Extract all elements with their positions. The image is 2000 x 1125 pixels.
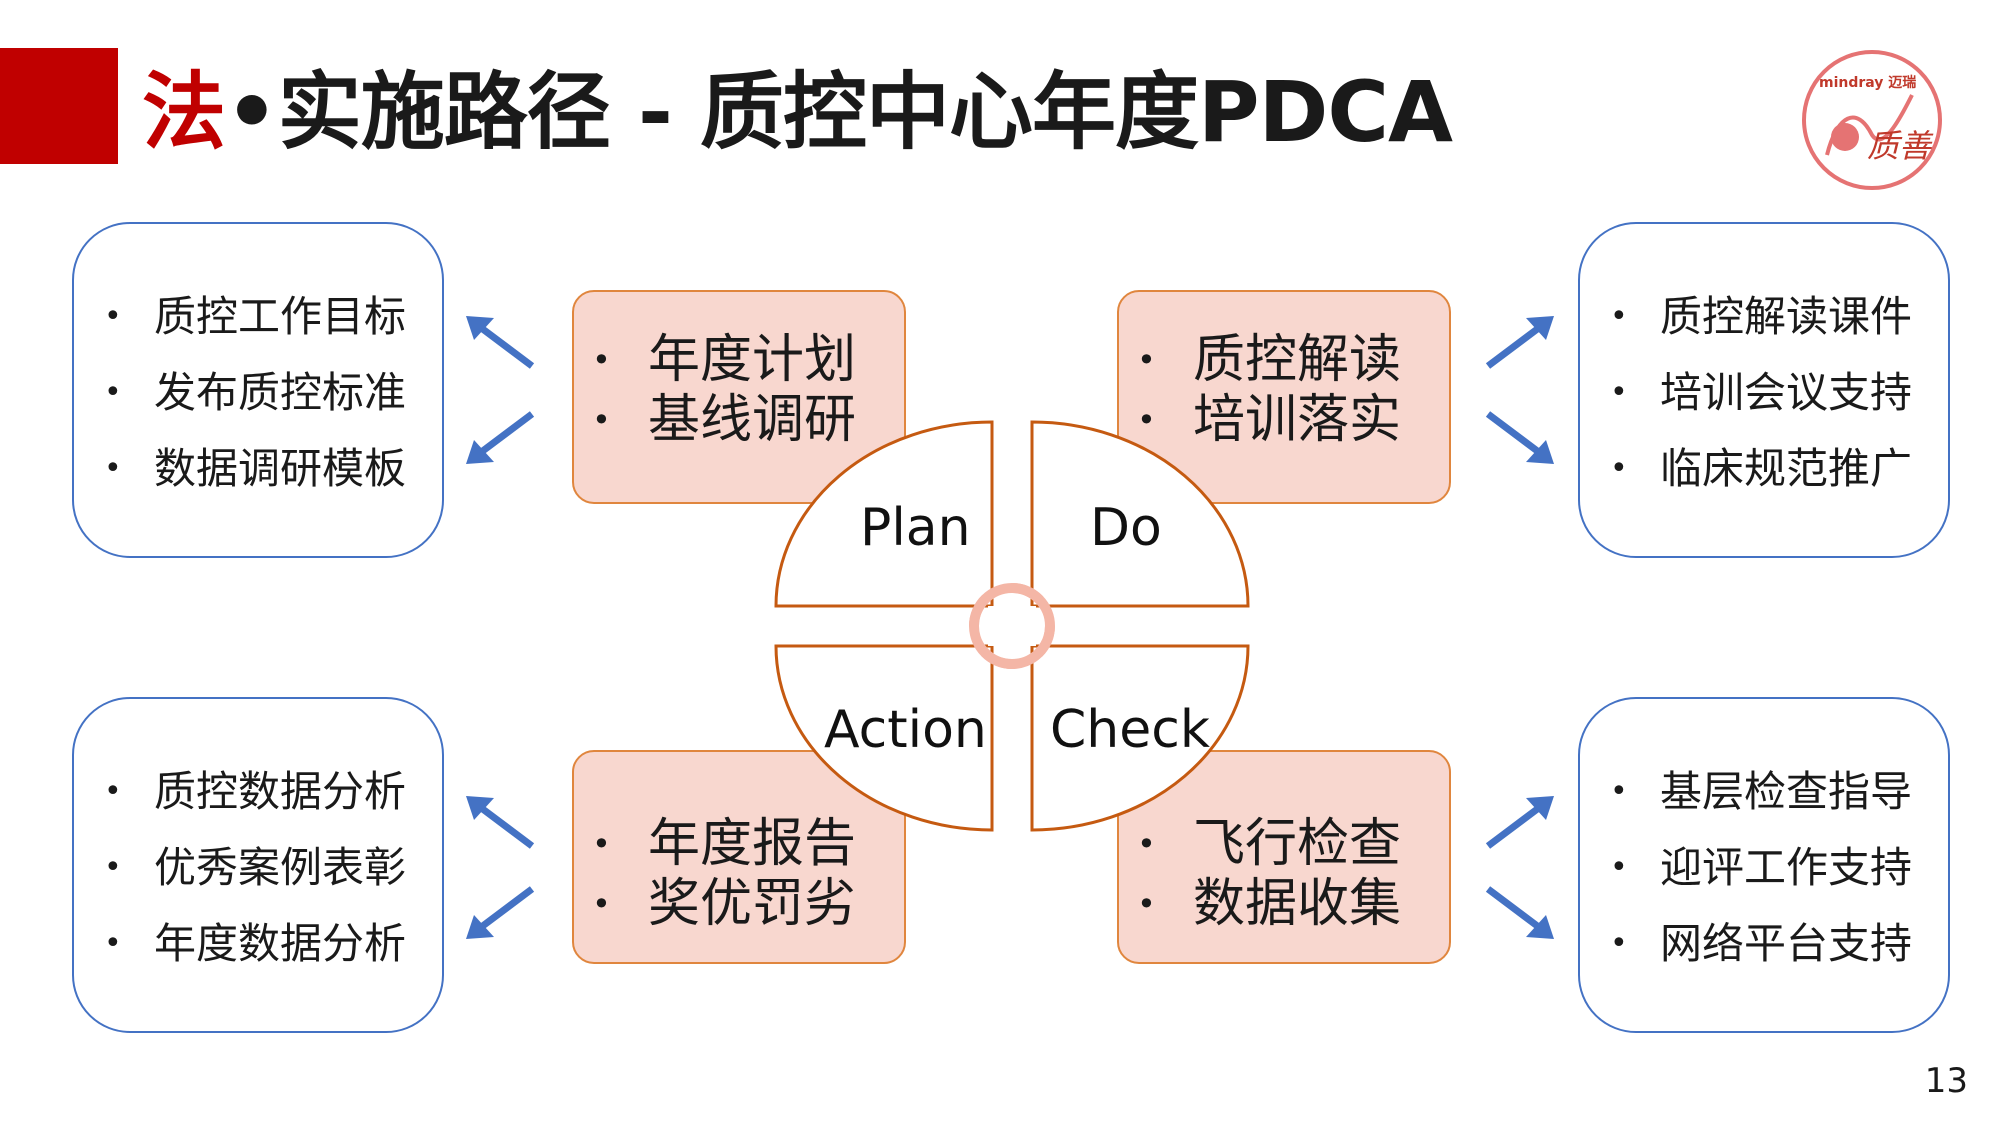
arrow-up-right-icon — [1485, 796, 1554, 849]
bullet: • — [104, 774, 122, 809]
list-item: •质控解读课件 — [1610, 292, 1913, 341]
list-item: •临床规范推广 — [1610, 444, 1913, 493]
arrow-down-left-icon — [466, 411, 535, 464]
outer-box-bottom-right: •基层检查指导 •迎评工作支持 •网络平台支持 — [1578, 697, 1950, 1033]
arrow-up-left-icon — [466, 796, 535, 849]
slide-title: 法•实施路径 - 质控中心年度PDCA — [142, 62, 1453, 162]
page-number: 13 — [1924, 1061, 1968, 1101]
do-label: Do — [1090, 498, 1162, 558]
arrow-down-right-icon — [1485, 411, 1554, 464]
check-quadrant — [1030, 644, 1250, 832]
list-item: •基层检查指导 — [1610, 767, 1913, 816]
outer-box-top-right: •质控解读课件 •培训会议支持 •临床规范推广 — [1578, 222, 1950, 558]
logo-brand-text: mindray 迈瑞 — [1819, 74, 1916, 91]
plan-box: •年度计划 •基线调研 — [572, 290, 906, 504]
list-item: •奖优罚劣 — [592, 874, 857, 934]
mindray-logo: mindray 迈瑞 质善 — [1802, 50, 1942, 190]
list-item: •发布质控标准 — [104, 368, 407, 417]
bullet: • — [104, 451, 122, 486]
bullet: • — [592, 401, 611, 439]
list-item: •数据调研模板 — [104, 444, 407, 493]
list-item: •优秀案例表彰 — [104, 843, 407, 892]
bullet: • — [592, 825, 611, 863]
title-text: •实施路径 - 质控中心年度PDCA — [225, 63, 1453, 161]
plan-quadrant — [774, 420, 994, 608]
center-ring-segments — [969, 583, 1055, 669]
bullet: • — [1137, 825, 1156, 863]
bullet: • — [104, 375, 122, 410]
list-item: •培训落实 — [1137, 390, 1402, 450]
outer-box-top-left: •质控工作目标 •发布质控标准 •数据调研模板 — [72, 222, 444, 558]
list-item: •年度数据分析 — [104, 919, 407, 968]
list-item: •质控工作目标 — [104, 292, 407, 341]
arrow-down-right-icon — [1485, 886, 1554, 939]
arrow-down-left-icon — [466, 886, 535, 939]
list-item: •质控解读 — [1137, 330, 1402, 390]
bullet: • — [1610, 451, 1628, 486]
bullet: • — [104, 926, 122, 961]
pdca-wheel — [774, 420, 1250, 832]
title-accent-char: 法 — [142, 63, 226, 161]
list-item: •年度报告 — [592, 814, 857, 874]
bullet: • — [1610, 926, 1628, 961]
bullet: • — [592, 885, 611, 923]
bullet: • — [1610, 774, 1628, 809]
bullet: • — [1137, 885, 1156, 923]
bullet: • — [1610, 299, 1628, 334]
plan-label: Plan — [860, 498, 971, 558]
bullet: • — [104, 850, 122, 885]
arrow-up-left-icon — [466, 316, 535, 369]
list-item: •培训会议支持 — [1610, 368, 1913, 417]
list-item: •网络平台支持 — [1610, 919, 1913, 968]
bullet: • — [592, 341, 611, 379]
do-quadrant — [1030, 420, 1250, 608]
title-accent-bar — [0, 48, 118, 164]
list-item: •数据收集 — [1137, 874, 1402, 934]
list-item: •质控数据分析 — [104, 767, 407, 816]
check-label: Check — [1050, 700, 1210, 760]
bullet: • — [104, 299, 122, 334]
outer-box-bottom-left: •质控数据分析 •优秀案例表彰 •年度数据分析 — [72, 697, 444, 1033]
action-quadrant — [774, 644, 994, 832]
list-item: •迎评工作支持 — [1610, 843, 1913, 892]
logo-script-text: 质善 — [1867, 127, 1934, 165]
list-item: •年度计划 — [592, 330, 857, 390]
arrow-up-right-icon — [1485, 316, 1554, 369]
bullet: • — [1610, 375, 1628, 410]
list-item: •飞行检查 — [1137, 814, 1402, 874]
bullet: • — [1137, 341, 1156, 379]
list-item: •基线调研 — [592, 390, 857, 450]
do-box: •质控解读 •培训落实 — [1117, 290, 1451, 504]
bullet: • — [1137, 401, 1156, 439]
bullet: • — [1610, 850, 1628, 885]
action-label: Action — [824, 700, 987, 760]
